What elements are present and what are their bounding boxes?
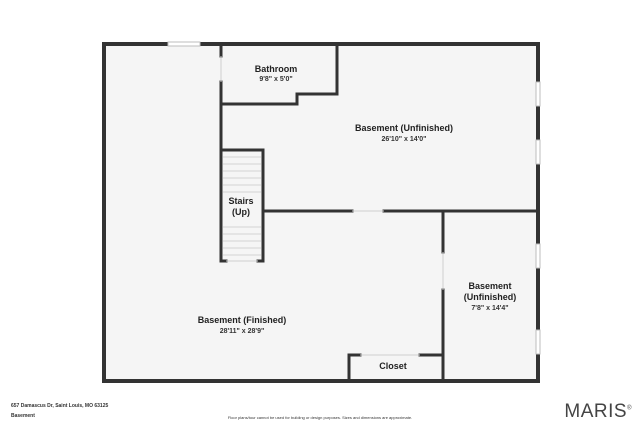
interior-walls [219,42,540,383]
window-right-3 [535,243,541,269]
windows [167,41,541,355]
bathroom-dimensions: 9'8" x 5'0" [259,76,292,83]
door-openings [220,56,444,356]
property-address: 657 Damascus Dr, Saint Louis, MO 63125 [11,403,109,409]
stairs-label-backdrop [226,195,258,219]
stairs-direction-label: (Up) [232,207,250,217]
floor-level-label: Basement [11,413,35,419]
basement-unfinished-side-dimensions: 7'8" x 14'4" [471,305,508,312]
stair-treads [223,156,261,256]
basement-finished-dimensions: 28'11" x 28'9" [220,328,265,335]
stairs-label: Stairs [228,196,253,206]
basement-unfinished-main-dimensions: 26'10" x 14'0" [381,136,426,143]
disclaimer-text: Floor plans/tour cannot be used for buil… [227,415,413,420]
bathroom-label: Bathroom [255,64,298,74]
registered-mark: ® [627,405,632,412]
brand-name: MARIS [564,401,628,422]
window-right-4 [535,329,541,355]
window-top [167,41,201,47]
basement-finished-label: Basement (Finished) [198,315,287,325]
window-right-2 [535,139,541,165]
basement-unfinished-side-label: Basement [468,281,511,291]
basement-unfinished-main-label: Basement (Unfinished) [355,123,453,133]
maris-logo: MARIS® [564,401,632,423]
closet-label: Closet [379,361,407,371]
basement-unfinished-side-label-2: (Unfinished) [464,292,517,302]
window-right-1 [535,81,541,107]
